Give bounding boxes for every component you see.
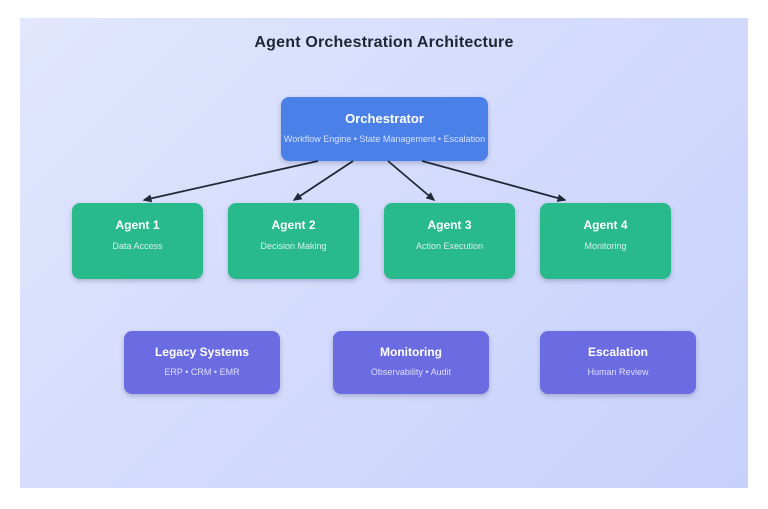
agent-1-node: Agent 1 Data Access [72, 203, 203, 279]
agent-2-title: Agent 2 [271, 218, 316, 232]
monitoring-title: Monitoring [380, 345, 442, 359]
agent-3-node: Agent 3 Action Execution [384, 203, 515, 279]
diagram-title: Agent Orchestration Architecture [254, 34, 514, 51]
agent-2-subtitle: Decision Making [260, 241, 327, 251]
legacy-systems-title: Legacy Systems [154, 345, 250, 359]
orchestrator-subtitle: Workflow Engine • State Management • Esc… [283, 134, 486, 144]
agent-4-title: Agent 4 [583, 218, 628, 232]
orchestrator-title: Orchestrator [345, 111, 424, 126]
orchestrator-node: Orchestrator Workflow Engine • State Man… [281, 97, 488, 161]
legacy-systems-subtitle: ERP • CRM • EMR [164, 367, 240, 377]
monitoring-subtitle: Observability • Audit [370, 367, 452, 377]
agent-1-subtitle: Data Access [112, 241, 163, 251]
agent-1-title: Agent 1 [115, 218, 160, 232]
escalation-title: Escalation [587, 345, 649, 359]
agent-2-node: Agent 2 Decision Making [228, 203, 359, 279]
agent-4-subtitle: Monitoring [584, 241, 627, 251]
agent-3-title: Agent 3 [427, 218, 472, 232]
escalation-subtitle: Human Review [587, 367, 649, 377]
agent-4-node: Agent 4 Monitoring [540, 203, 671, 279]
legacy-systems-node: Legacy Systems ERP • CRM • EMR [124, 331, 280, 394]
agent-3-subtitle: Action Execution [415, 241, 484, 251]
escalation-node: Escalation Human Review [540, 331, 696, 394]
monitoring-node: Monitoring Observability • Audit [333, 331, 489, 394]
